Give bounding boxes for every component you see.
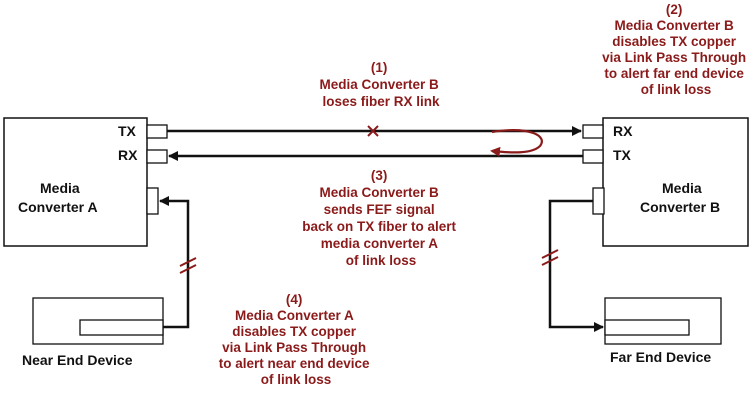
note-2-line-1: (2) (666, 2, 683, 17)
note-1: (1) Media Converter B loses fiber RX lin… (319, 60, 442, 109)
near-end-device-port (79, 319, 164, 336)
note-1-line-3: loses fiber RX link (322, 94, 440, 109)
converter-a-tx-port (146, 124, 168, 139)
converter-b-tx-label: TX (613, 147, 632, 163)
note-4-line-5: to alert near end device (219, 356, 370, 371)
converter-a-rx-label: RX (118, 147, 138, 163)
copper-a-to-near (159, 196, 190, 329)
converter-b-box (602, 117, 749, 247)
converter-a-tx-label: TX (118, 123, 137, 139)
note-3-line-6: of link loss (346, 253, 417, 268)
far-end-device-port (604, 319, 690, 336)
note-2: (2) Media Converter B disables TX copper… (602, 2, 750, 97)
converter-a-box (3, 117, 148, 247)
far-end-device-label: Far End Device (610, 349, 711, 365)
note-2-line-4: via Link Pass Through (602, 50, 746, 65)
converter-b-name-line1: Media (662, 180, 702, 196)
copper-b-hash-icon (541, 249, 559, 266)
note-2-line-2: Media Converter B (614, 18, 734, 33)
near-end-device-label: Near End Device (22, 352, 133, 368)
copper-a-hash-icon (179, 257, 197, 274)
converter-b-name-line2: Converter B (640, 199, 720, 215)
note-2-line-3: disables TX copper (612, 34, 737, 49)
note-1-line-1: (1) (371, 60, 388, 75)
converter-a-name-line1: Media (40, 180, 80, 196)
converter-a-name-line2: Converter A (18, 199, 98, 215)
note-3-line-1: (3) (371, 168, 388, 183)
converter-b-rx-port (582, 124, 604, 139)
note-1-line-2: Media Converter B (319, 77, 439, 92)
note-3-line-4: back on TX fiber to alert (302, 219, 456, 234)
note-3-line-2: Media Converter B (319, 185, 439, 200)
note-4-line-6: of link loss (261, 372, 332, 387)
converter-b-copper-port (592, 187, 605, 215)
note-4-line-1: (4) (286, 292, 303, 307)
note-4-line-2: Media Converter A (235, 308, 354, 323)
converter-b-tx-port (582, 149, 604, 164)
fef-loop-arrow (490, 129, 543, 157)
note-3-line-5: media converter A (321, 236, 439, 251)
converter-a-copper-port (146, 187, 159, 215)
note-2-line-6: of link loss (641, 82, 712, 97)
note-3-line-3: sends FEF signal (324, 202, 435, 217)
converter-b-rx-label: RX (613, 123, 633, 139)
note-4-line-4: via Link Pass Through (222, 340, 366, 355)
note-4-line-3: disables TX copper (232, 324, 357, 339)
copper-b-to-far (548, 199, 604, 332)
note-2-line-5: to alert far end device (604, 66, 744, 81)
fiber-break-x-icon (367, 125, 379, 137)
note-4: (4) Media Converter A disables TX copper… (219, 292, 374, 387)
note-3: (3) Media Converter B sends FEF signal b… (302, 168, 460, 268)
converter-a-rx-port (146, 149, 168, 164)
